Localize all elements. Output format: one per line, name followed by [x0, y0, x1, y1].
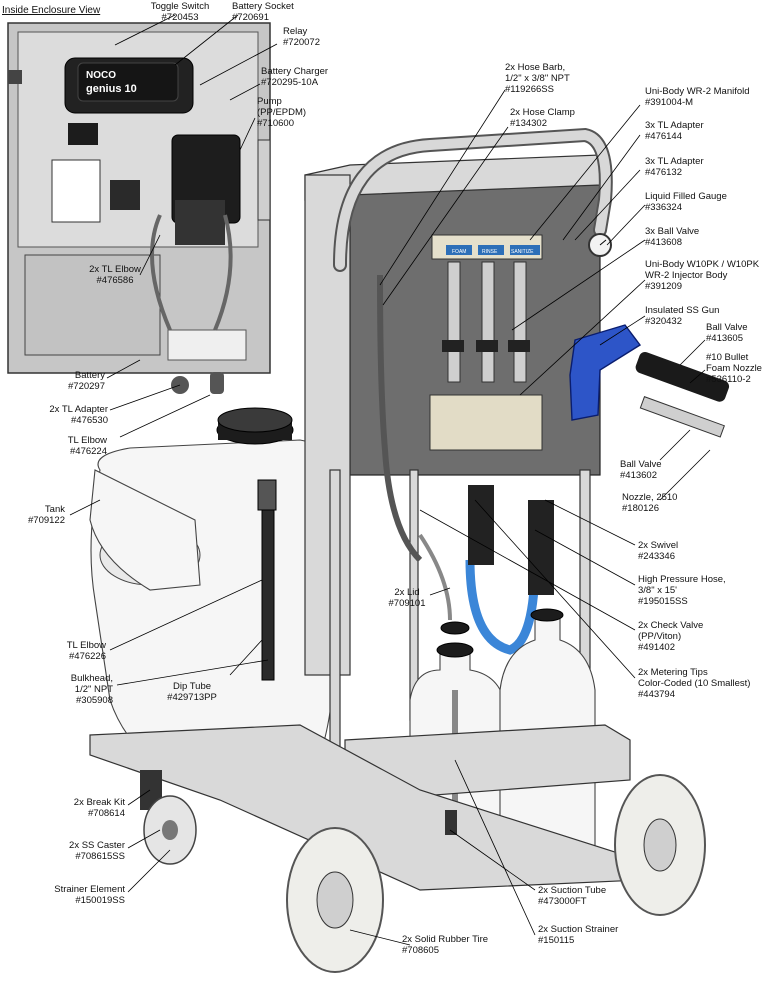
- ball-valve-413605-label: Ball Valve#413605: [706, 322, 748, 344]
- cart-drawing: FOAM RINSE SANITIZE: [89, 127, 730, 973]
- tl-elbow-2x-label: 2x TL Elbow#476586: [89, 264, 141, 286]
- ss-caster-label: 2x SS Caster#708615SS: [69, 840, 125, 862]
- battery-charger-label: Battery Charger#720295-10A: [261, 66, 328, 88]
- toggle-switch-label: Toggle Switch#720453: [151, 1, 210, 23]
- port-sanitize-label: SANITIZE: [511, 249, 534, 255]
- dip-tube-label: Dip Tube#429713PP: [167, 681, 217, 703]
- check-valve-label: 2x Check Valve(PP/Viton)#491402: [638, 620, 703, 653]
- port-rinse-label: RINSE: [482, 249, 498, 255]
- bulkhead-label: Bulkhead,1/2" NPT#305908: [71, 673, 113, 706]
- suction-tube-label: 2x Suction Tube#473000FT: [538, 885, 606, 907]
- dip-tube: [261, 509, 275, 681]
- relay: [68, 123, 98, 145]
- charger-model: genius 10: [86, 83, 137, 95]
- tl-elbow-476226-label: TL Elbow#476226: [67, 640, 106, 662]
- caster-wheel: [140, 770, 197, 865]
- leader-lines: [69, 14, 711, 946]
- battery-socket: [51, 159, 101, 223]
- relay-label: Relay#720072: [283, 26, 320, 48]
- swivel-label: 2x Swivel#243346: [638, 540, 678, 562]
- injector-body: [429, 394, 543, 451]
- gauge-label: Liquid Filled Gauge#336324: [645, 191, 727, 213]
- tl-adapter-476144-label: 3x TL Adapter#476144: [645, 120, 704, 142]
- ss-gun-label: Insulated SS Gun#320432: [645, 305, 719, 327]
- hose-barb-label: 2x Hose Barb,1/2" x 3/8" NPT#119266SS: [505, 62, 570, 95]
- battery: [167, 329, 247, 361]
- tl-adapter-476132-label: 3x TL Adapter#476132: [645, 156, 704, 178]
- break-kit-label: 2x Break Kit#708614: [74, 797, 126, 819]
- tank-label: Tank#709122: [28, 504, 65, 526]
- manifold-label: Uni-Body WR-2 Manifold#391004-M: [645, 86, 750, 108]
- charger-brand: NOCO: [86, 70, 116, 81]
- hp-hose-label: High Pressure Hose,3/8" x 15'#195015SS: [638, 574, 726, 607]
- rear-wheel-left: [286, 827, 384, 973]
- callout-labels: Toggle Switch#720453 Battery Socket#7206…: [28, 1, 762, 956]
- battery-socket-label: Battery Socket#720691: [232, 1, 294, 23]
- suction-hose-left: [377, 274, 423, 563]
- nozzle-2510-label: Nozzle, 2510#180126: [622, 492, 677, 514]
- ball-valve-3x-label: 3x Ball Valve#413608: [645, 226, 699, 248]
- ball-valves: [442, 261, 530, 383]
- strainer-element-label: Strainer Element#150019SS: [54, 884, 125, 906]
- ss-gun: [569, 324, 642, 421]
- hp-hose-blue: [465, 559, 540, 655]
- toggle-switch: [8, 70, 22, 84]
- lid-2x-label: 2x Lid#709101: [389, 587, 426, 609]
- hose-clamp-label: 2x Hose Clamp#134302: [510, 107, 575, 129]
- port-foam-label: FOAM: [452, 249, 466, 255]
- battery-label: Battery#720297: [68, 370, 105, 392]
- suction-strainer-label: 2x Suction Strainer#150115: [538, 924, 618, 946]
- tl-elbow-476224-label: TL Elbow#476224: [68, 435, 107, 457]
- tl-adapter-2x-label: 2x TL Adapter#476530: [49, 404, 108, 426]
- pump-label: Pump(PP/EPDM)#710600: [257, 96, 306, 129]
- rear-wheel-right: [614, 774, 706, 916]
- rubber-tire-label: 2x Solid Rubber Tire#708605: [402, 934, 488, 956]
- inside-enclosure-title: Inside Enclosure View: [2, 5, 101, 16]
- ball-valve-413602-label: Ball Valve#413602: [620, 459, 662, 481]
- enclosure-view: NOCO genius 10: [7, 22, 271, 394]
